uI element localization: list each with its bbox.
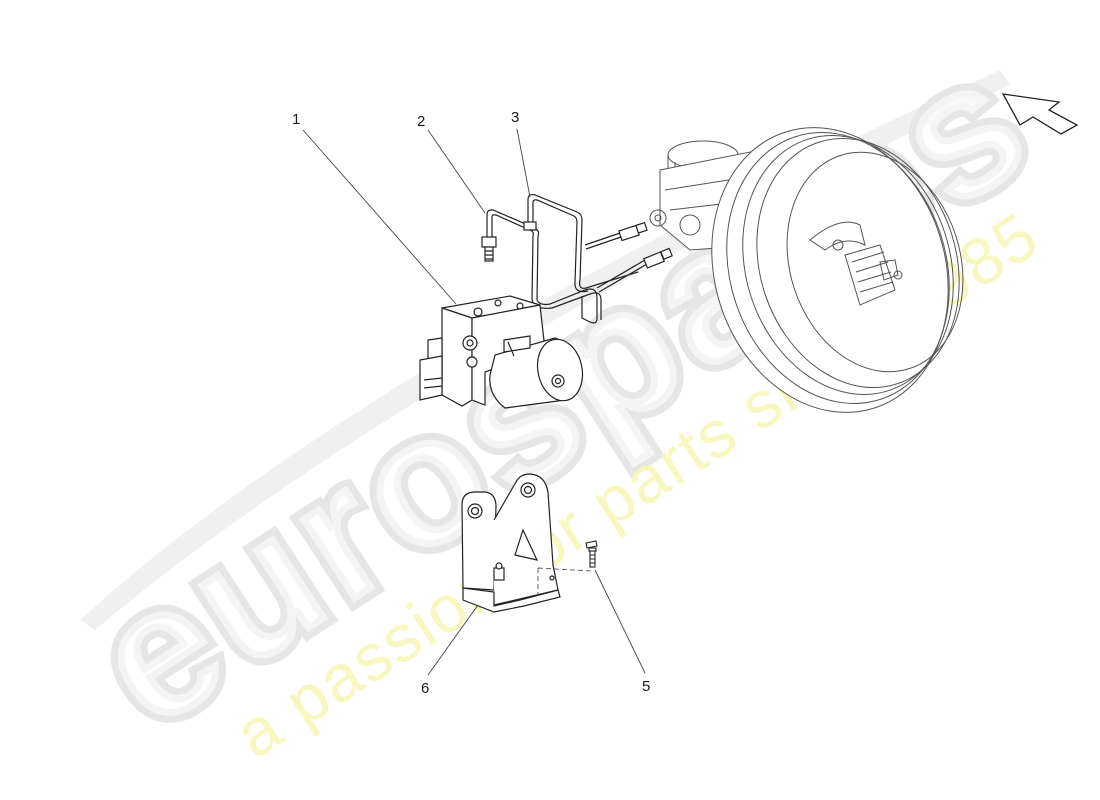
leader-lines (302, 128, 646, 676)
direction-arrow-icon (1001, 93, 1079, 135)
leader-line-5 (594, 569, 646, 674)
leader-line-3 (516, 128, 531, 198)
leader-line-1 (302, 129, 457, 305)
brake-pipes (481, 193, 673, 324)
brake-booster (649, 127, 964, 413)
assembly-line (537, 567, 593, 595)
mounting-bracket (461, 473, 561, 613)
bolt (585, 540, 598, 568)
abs-hydraulic-unit (419, 295, 584, 409)
callout-1: 1 (292, 111, 301, 128)
callout-2: 2 (417, 113, 426, 130)
callout-5: 5 (642, 678, 651, 695)
callout-3: 3 (511, 109, 520, 126)
leader-line-2 (427, 129, 486, 214)
callout-6: 6 (421, 680, 430, 697)
leader-line-6 (427, 604, 479, 676)
watermark-swoosh (80, 70, 1010, 630)
